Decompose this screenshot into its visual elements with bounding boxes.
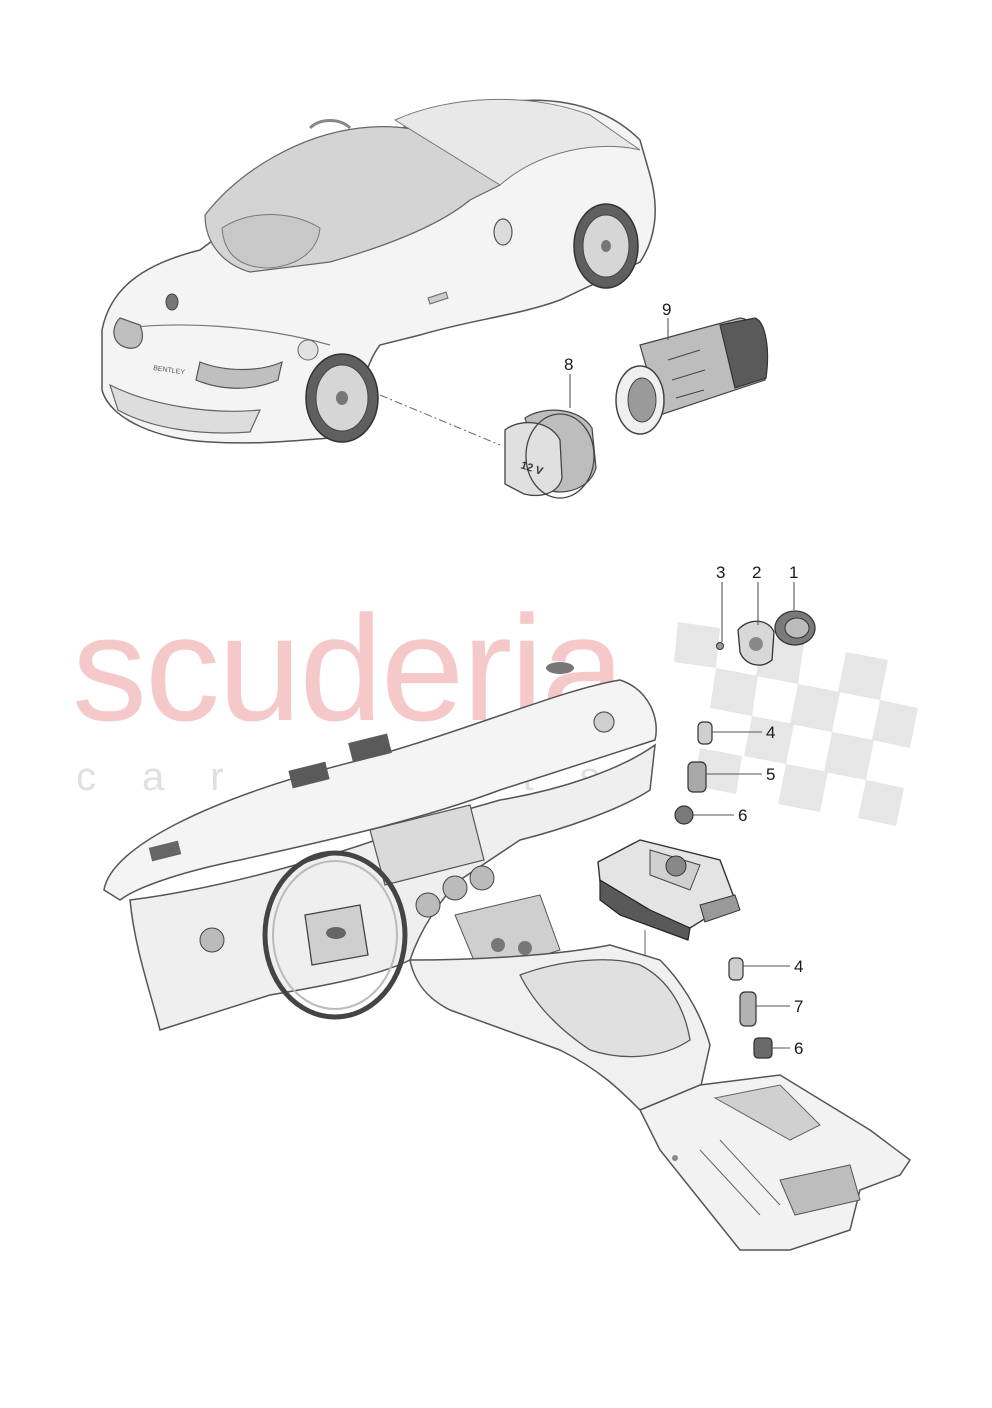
part-6-nut-upper bbox=[674, 805, 694, 825]
callout-labels: 9 8 3 2 1 4 5 6 4 7 6 bbox=[564, 300, 803, 1058]
part-3-screw bbox=[716, 642, 724, 650]
callout-1: 1 bbox=[789, 563, 798, 582]
front-wheel bbox=[573, 203, 639, 289]
leader-car-to-socket bbox=[379, 394, 501, 446]
callout-4-upper: 4 bbox=[766, 723, 775, 742]
callout-2: 2 bbox=[752, 563, 761, 582]
callout-5: 5 bbox=[766, 765, 775, 784]
rear-wheel bbox=[305, 353, 379, 443]
part-4-bulb-upper bbox=[697, 721, 713, 745]
callout-leaders bbox=[569, 318, 795, 1049]
storage-tray bbox=[597, 839, 741, 941]
part-1-cap bbox=[774, 610, 816, 646]
part-4-bulb-lower bbox=[728, 957, 744, 981]
car-illustration: BENTLEY bbox=[101, 98, 656, 444]
callout-6-lower: 6 bbox=[794, 1039, 803, 1058]
callout-9: 9 bbox=[662, 300, 671, 319]
watermark-checker-flag bbox=[674, 622, 918, 826]
car-badge-text: BENTLEY bbox=[153, 365, 186, 376]
callout-8: 8 bbox=[564, 355, 573, 374]
part-6-nut-lower bbox=[753, 1037, 773, 1059]
part-9-socket-housing bbox=[615, 317, 769, 435]
callout-4-lower: 4 bbox=[794, 957, 803, 976]
part-7-holder bbox=[739, 991, 757, 1027]
callout-7: 7 bbox=[794, 997, 803, 1016]
callout-3: 3 bbox=[716, 563, 725, 582]
steering-wheel bbox=[262, 850, 408, 1020]
part-8-socket-12v: 12 V bbox=[504, 409, 597, 499]
dashboard-illustration bbox=[103, 662, 912, 1251]
part-2-bracket bbox=[737, 620, 775, 666]
part-5-holder bbox=[687, 761, 707, 793]
callout-6-upper: 6 bbox=[738, 806, 747, 825]
